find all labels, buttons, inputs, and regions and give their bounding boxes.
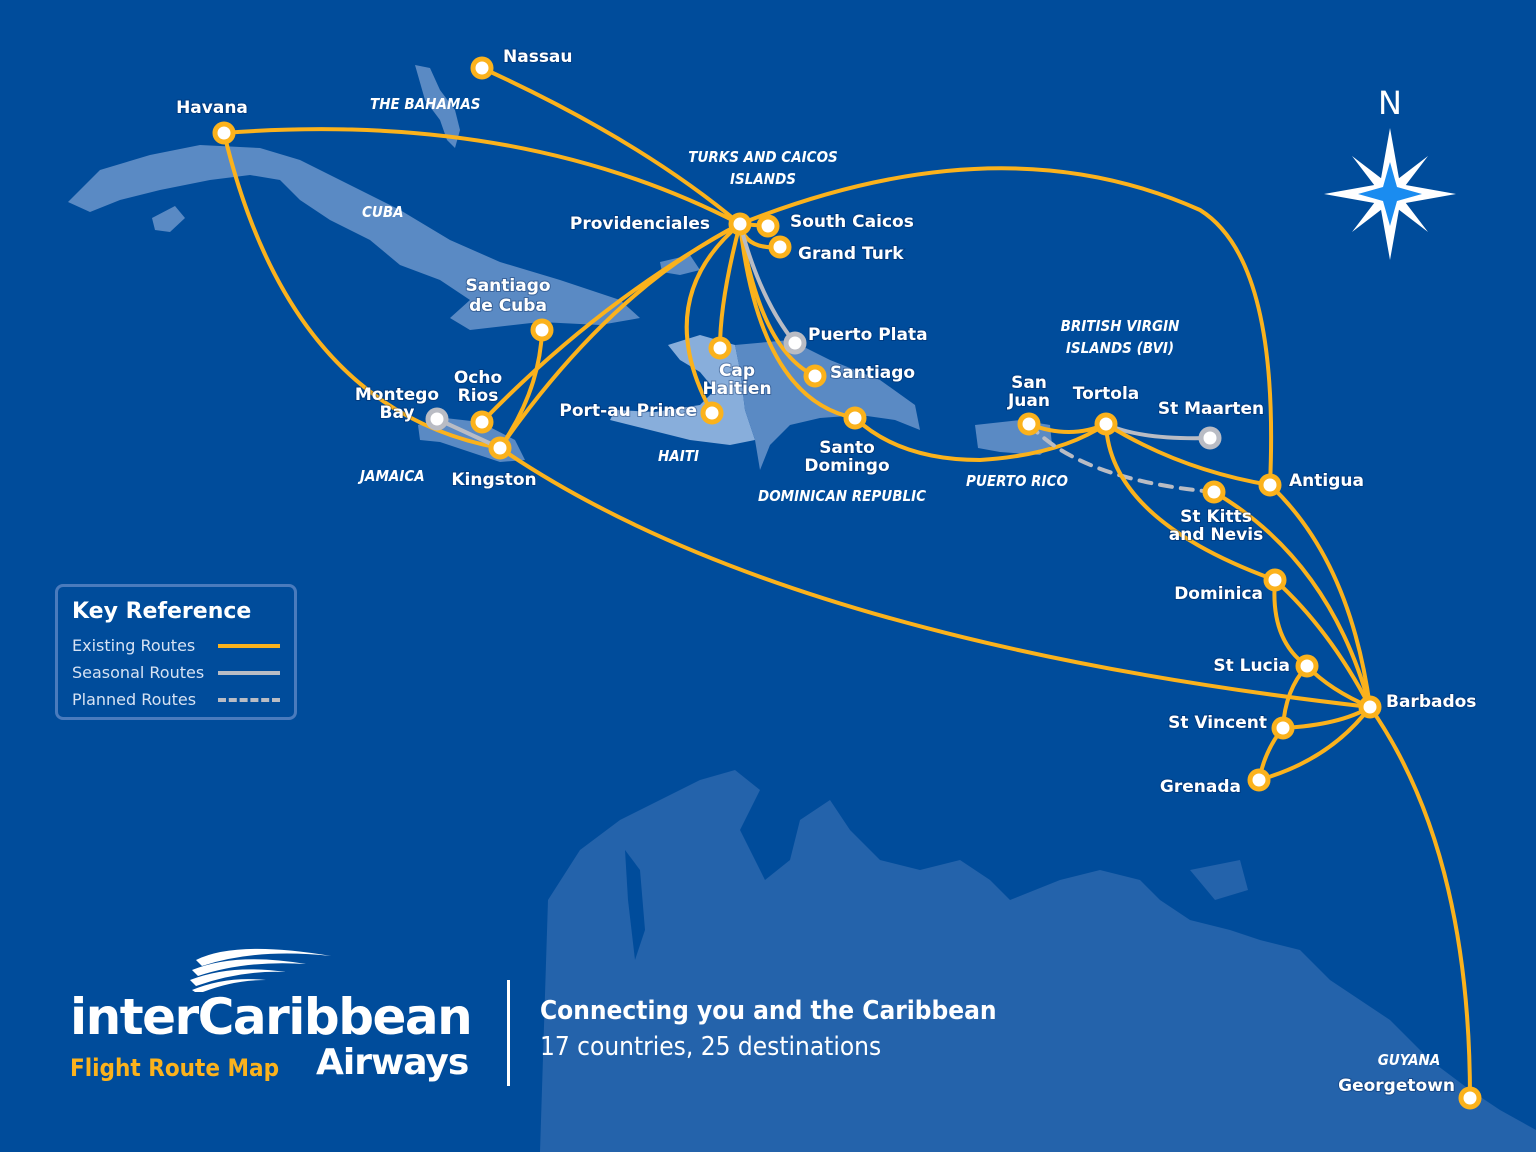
tagline-headline: Connecting you and the Caribbean — [540, 996, 997, 1026]
legend-swatch-existing — [218, 643, 280, 648]
label-montego-bay-2: Bay — [380, 403, 415, 423]
marker-antigua[interactable] — [1258, 473, 1282, 497]
cuba-land — [68, 145, 640, 330]
label-ocho-rios: Ocho — [454, 368, 502, 388]
marker-barbados[interactable] — [1358, 695, 1382, 719]
country-label-bvi: BRITISH VIRGIN — [1061, 317, 1181, 335]
label-santiago: Santiago — [830, 363, 915, 383]
marker-cap-haitien[interactable] — [708, 336, 732, 360]
label-havana: Havana — [176, 98, 248, 118]
marker-grenada[interactable] — [1247, 768, 1271, 792]
tagline: Connecting you and the Caribbean 17 coun… — [540, 996, 997, 1062]
marker-south-caicos[interactable] — [756, 214, 780, 238]
legend-swatch-planned — [218, 697, 280, 702]
country-label-cuba: CUBA — [362, 203, 404, 221]
marker-puerto-plata[interactable] — [783, 331, 807, 355]
legend-swatch-seasonal — [218, 670, 280, 675]
label-san-juan-2: Juan — [1007, 391, 1050, 411]
country-label-jamaica: JAMAICA — [357, 467, 425, 485]
landmasses — [68, 65, 1536, 1152]
legend-label-planned: Planned Routes — [72, 690, 197, 709]
label-st-maarten: St Maarten — [1158, 399, 1264, 419]
marker-san-juan[interactable] — [1017, 412, 1041, 436]
legend-item-planned: Planned Routes — [72, 686, 280, 713]
marker-st-vincent[interactable] — [1271, 716, 1295, 740]
legend-item-existing: Existing Routes — [72, 632, 280, 659]
marker-providenciales[interactable] — [728, 212, 752, 236]
marker-port-au-prince[interactable] — [700, 401, 724, 425]
marker-grand-turk[interactable] — [768, 235, 792, 259]
brand-logo: interCaribbean Flight Route Map Airways — [70, 942, 490, 1092]
marker-dominica[interactable] — [1263, 568, 1287, 592]
compass-north-label: N — [1378, 84, 1402, 122]
marker-st-lucia[interactable] — [1295, 654, 1319, 678]
label-santiago-de-cuba-2: de Cuba — [469, 296, 547, 316]
label-san-juan: San — [1011, 373, 1047, 393]
marker-ocho-rios[interactable] — [470, 410, 494, 434]
compass-rose-icon — [1324, 128, 1456, 260]
label-dominica: Dominica — [1174, 584, 1263, 604]
label-georgetown: Georgetown — [1338, 1076, 1455, 1096]
destination-markers — [212, 56, 1482, 1110]
wing-logo-icon — [190, 948, 331, 992]
dominican-republic-land — [735, 340, 920, 470]
label-port-au-prince: Port-au Prince — [559, 401, 697, 421]
label-tortola: Tortola — [1073, 384, 1140, 404]
country-label-turks-caicos-2: ISLANDS — [730, 170, 796, 188]
key-reference-legend: Key Reference Existing Routes Seasonal R… — [55, 584, 297, 720]
marker-georgetown[interactable] — [1458, 1086, 1482, 1110]
label-st-lucia: St Lucia — [1213, 656, 1290, 676]
marker-havana[interactable] — [212, 121, 236, 145]
legend-item-seasonal: Seasonal Routes — [72, 659, 280, 686]
label-santo-domingo-2: Domingo — [804, 456, 889, 476]
label-antigua: Antigua — [1289, 471, 1364, 491]
marker-st-kitts[interactable] — [1202, 480, 1226, 504]
label-montego-bay: Montego — [355, 385, 439, 405]
brand-name: interCaribbean — [70, 988, 473, 1046]
legend-title: Key Reference — [72, 599, 252, 624]
marker-nassau[interactable] — [470, 56, 494, 80]
destination-labels: Nassau Havana Providenciales South Caico… — [175, 46, 1477, 1097]
label-providenciales: Providenciales — [570, 214, 710, 234]
marker-santiago-de-cuba[interactable] — [530, 318, 554, 342]
country-label-dominican-republic: DOMINICAN REPUBLIC — [758, 487, 926, 505]
label-puerto-plata: Puerto Plata — [808, 325, 928, 345]
marker-santo-domingo[interactable] — [843, 406, 867, 430]
brand-airways: Airways — [316, 1042, 469, 1083]
brand-divider — [507, 980, 510, 1086]
marker-montego-bay[interactable] — [425, 407, 449, 431]
label-ocho-rios-2: Rios — [458, 386, 499, 406]
bahamas-land — [415, 65, 460, 148]
country-label-puerto-rico: PUERTO RICO — [966, 472, 1068, 490]
country-labels: THE BAHAMAS CUBA TURKS AND CAICOS ISLAND… — [357, 95, 1440, 1069]
marker-tortola[interactable] — [1094, 412, 1118, 436]
label-nassau: Nassau — [503, 47, 573, 67]
legend-label-seasonal: Seasonal Routes — [72, 663, 205, 682]
label-st-vincent: St Vincent — [1168, 713, 1267, 733]
label-barbados: Barbados — [1386, 692, 1476, 712]
country-label-haiti: HAITI — [658, 447, 699, 465]
legend-label-existing: Existing Routes — [72, 636, 196, 655]
label-south-caicos: South Caicos — [790, 212, 914, 232]
label-santiago-de-cuba: Santiago — [465, 276, 550, 296]
label-grand-turk: Grand Turk — [798, 244, 904, 264]
label-kingston: Kingston — [451, 470, 536, 490]
country-label-bahamas: THE BAHAMAS — [370, 95, 480, 113]
country-label-guyana: GUYANA — [1378, 1051, 1441, 1069]
label-cap-haitien-2: Haitien — [702, 379, 771, 399]
label-cap-haitien: Cap — [719, 361, 755, 381]
marker-st-maarten[interactable] — [1198, 426, 1222, 450]
label-santo-domingo: Santo — [819, 438, 875, 458]
marker-kingston[interactable] — [488, 436, 512, 460]
marker-santiago[interactable] — [803, 364, 827, 388]
label-st-kitts: St Kitts — [1180, 507, 1252, 527]
south-america-land — [540, 770, 1536, 1152]
brand-subtitle: Flight Route Map — [70, 1054, 280, 1082]
label-st-kitts-2: and Nevis — [1169, 525, 1263, 545]
compass: N — [1322, 84, 1458, 264]
country-label-turks-caicos: TURKS AND CAICOS — [688, 148, 838, 166]
label-grenada: Grenada — [1160, 777, 1241, 797]
tagline-stats: 17 countries, 25 destinations — [540, 1032, 882, 1062]
country-label-bvi-2: ISLANDS (BVI) — [1066, 339, 1174, 357]
